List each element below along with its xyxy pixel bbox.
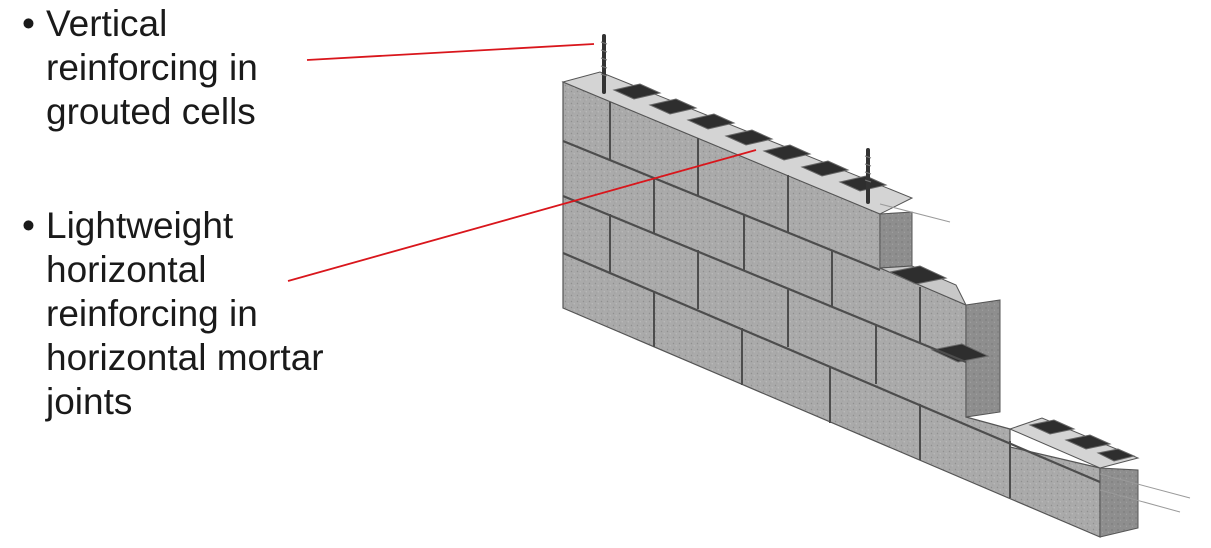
leader-line-horizontal-reinforcing: [287, 149, 757, 282]
bullet-line: reinforcing in: [46, 47, 258, 88]
bullet-line: joints: [46, 381, 133, 422]
bullet-symbol: •: [22, 3, 35, 44]
mortar-joints-vertical: [609, 102, 1011, 498]
bullet-symbol: •: [22, 205, 35, 246]
bullet-line: horizontal: [46, 249, 207, 290]
bullet-vertical-reinforcing: • Vertical reinforcing in grouted cells: [22, 2, 258, 134]
bullet-line: Vertical: [46, 3, 168, 44]
wall-front-face: [562, 81, 1101, 538]
bullet-line: grouted cells: [46, 91, 256, 132]
bullet-line: reinforcing in: [46, 293, 258, 334]
rebar-deformations: [600, 41, 872, 183]
leader-lines: [287, 43, 757, 282]
bullet-text: Vertical reinforcing in grouted cells: [46, 2, 258, 134]
bullet-line: Lightweight: [46, 205, 234, 246]
vertical-rebar: [602, 34, 870, 204]
bullet-horizontal-reinforcing: • Lightweight horizontal reinforcing in …: [22, 204, 324, 424]
joint-reinforcement-wires: [879, 203, 1191, 513]
block-cores: [612, 83, 1136, 462]
bullet-line: horizontal mortar: [46, 337, 324, 378]
leader-line-vertical-reinforcing: [306, 43, 595, 61]
bullet-text: Lightweight horizontal reinforcing in ho…: [46, 204, 324, 424]
